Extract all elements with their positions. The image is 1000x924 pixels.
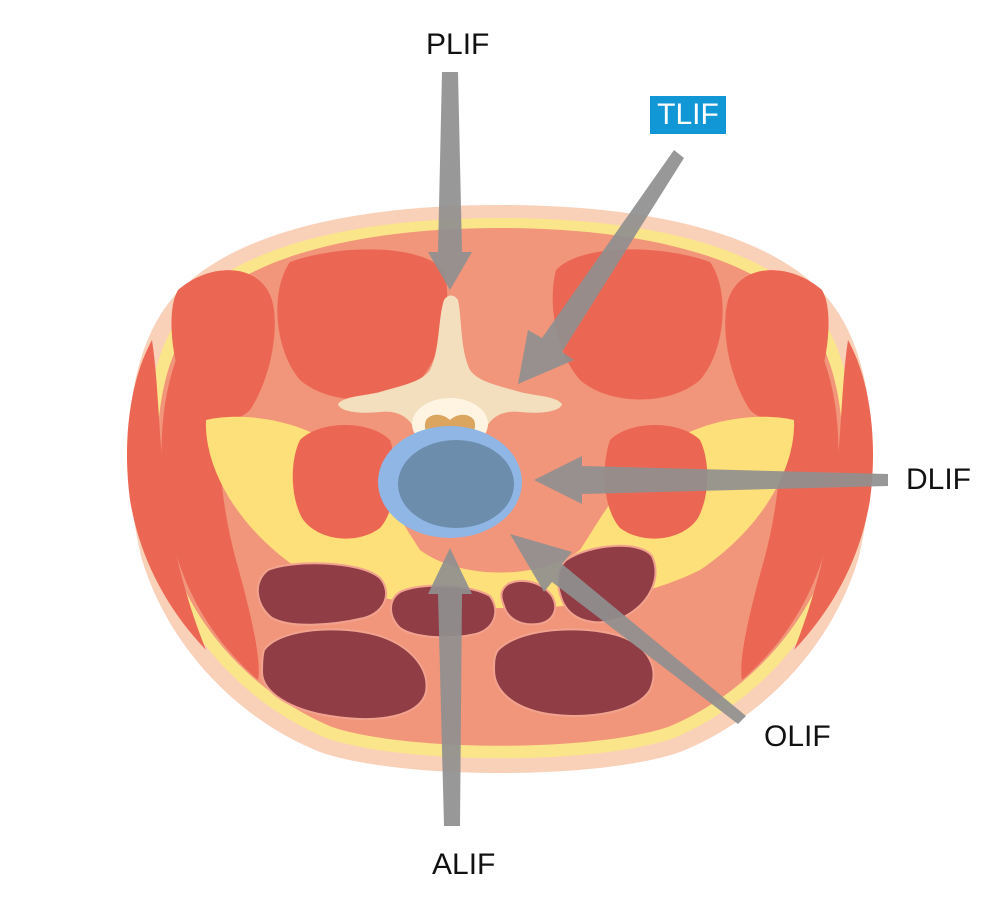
- arrow-tlif: [518, 150, 684, 384]
- arrow-dlif: [534, 456, 888, 504]
- disc-nucleus: [398, 440, 514, 528]
- bowel-loop-6: [492, 628, 655, 717]
- left-oblique-muscle: [126, 340, 206, 650]
- label-plif: PLIF: [426, 28, 490, 61]
- right-oblique-muscle: [794, 340, 874, 650]
- bowel-loop-3: [500, 579, 557, 626]
- left-psoas-muscle: [292, 425, 396, 539]
- spinous-process: [338, 295, 562, 428]
- bowel-loop-1: [256, 562, 388, 626]
- arrow-olif: [510, 534, 746, 724]
- label-alif: ALIF: [432, 848, 496, 881]
- arrow-plif: [428, 72, 472, 290]
- label-dlif: DLIF: [906, 463, 972, 496]
- right-quadratus-muscle: [725, 270, 829, 421]
- label-tlif: TLIF: [657, 98, 719, 131]
- arrow-alif: [428, 548, 472, 826]
- left-quadratus-muscle: [171, 270, 275, 421]
- tlif-highlight-box: [650, 96, 726, 134]
- label-olif: OLIF: [764, 720, 831, 753]
- left-erector-spinae-muscle: [277, 249, 448, 400]
- bowel-loop-5: [260, 628, 428, 720]
